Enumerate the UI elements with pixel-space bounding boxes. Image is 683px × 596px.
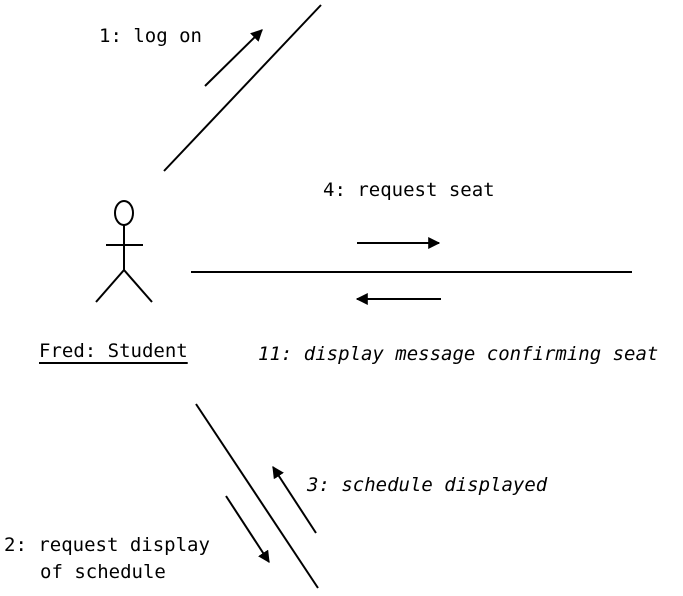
- actor-name: Fred: Student: [39, 340, 188, 362]
- link-to-top-right: [163, 4, 322, 172]
- actor-figure: [95, 200, 153, 303]
- message-log-on: 1: log on: [99, 25, 202, 47]
- message-confirm-seat: 11: display message confirming seat: [258, 343, 659, 365]
- link-to-bottom-right: [195, 403, 319, 589]
- log-on-arrow: [204, 29, 263, 87]
- schedule-displayed-arrow: [272, 465, 317, 534]
- message-request-seat: 4: request seat: [323, 179, 495, 201]
- request-schedule-arrow: [225, 495, 270, 564]
- message-schedule-displayed: 3: schedule displayed: [307, 474, 548, 496]
- actor-right-leg: [123, 269, 153, 303]
- message-request-schedule-line1: 2: request display: [4, 534, 210, 556]
- message-request-schedule-line2: of schedule: [40, 561, 166, 583]
- actor-left-leg: [95, 269, 125, 303]
- actor-head: [114, 200, 134, 226]
